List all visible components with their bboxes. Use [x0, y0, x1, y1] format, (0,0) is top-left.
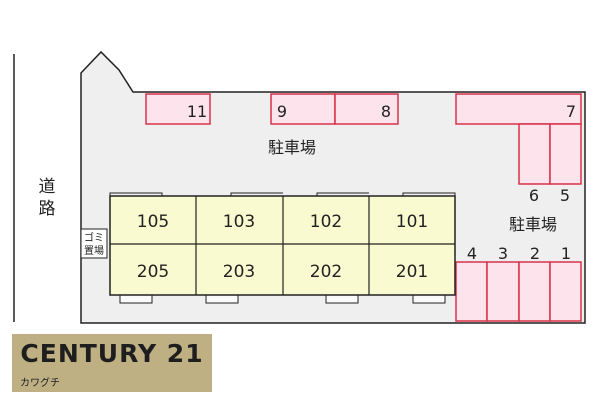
unit-103: 103: [223, 212, 255, 232]
parking-space-2: [518, 261, 551, 322]
century21-logo: CENTURY 21 カワグチ: [12, 334, 212, 392]
parking-space-11: [145, 93, 211, 125]
branch-name: カワグチ: [20, 378, 60, 389]
parking-space-6: [518, 123, 551, 185]
parking-number-11: 11: [187, 102, 207, 121]
parking-space-8: [334, 93, 399, 125]
parking-area-label-top: 駐車場: [268, 138, 316, 157]
parking-space-3: [486, 261, 520, 322]
company-name: CENTURY 21: [20, 339, 204, 368]
unit-numbers: 105 103 102 101 205 203 202 201: [137, 212, 428, 282]
road-label-text: 道路: [38, 177, 56, 219]
parking-number-7: 7: [566, 102, 576, 121]
balcony: [119, 294, 153, 304]
balcony: [205, 294, 239, 304]
unit-202: 202: [310, 262, 342, 282]
parking-number-3: 3: [498, 244, 508, 263]
garbage-area: [80, 228, 108, 259]
roof-notch: [109, 192, 163, 196]
parking-number-9: 9: [277, 102, 287, 121]
parking-area-label-right: 駐車場: [509, 215, 557, 234]
parking-space-5: [549, 123, 582, 185]
parking-space-9: [270, 93, 336, 125]
unit-201: 201: [396, 262, 428, 282]
road-label: 道路: [36, 176, 58, 220]
parking-number-2: 2: [530, 244, 540, 263]
unit-102: 102: [310, 212, 342, 232]
parking-number-1: 1: [561, 244, 571, 263]
roof-notch: [316, 192, 369, 196]
unit-205: 205: [137, 262, 169, 282]
parking-number-4: 4: [467, 244, 477, 263]
parking-number-5: 5: [560, 186, 570, 205]
parking-number-8: 8: [381, 102, 391, 121]
balcony: [412, 294, 446, 304]
apartment-building: [109, 192, 456, 296]
unit-101: 101: [396, 212, 428, 232]
parking-space-numbers: 11 9 8 7 6 5 4 3 2 1: [187, 102, 576, 263]
roof-notch: [402, 192, 456, 196]
roof-notch: [230, 192, 283, 196]
garbage-label-line2: 置場: [84, 244, 104, 257]
parking-spaces: [145, 93, 582, 322]
parking-number-6: 6: [529, 186, 539, 205]
parking-space-1: [549, 261, 582, 322]
parking-space-7: [455, 93, 582, 125]
balcony: [325, 294, 359, 304]
garbage-label-line1: ゴミ: [84, 231, 104, 244]
unit-105: 105: [137, 212, 169, 232]
unit-203: 203: [223, 262, 255, 282]
parking-space-4: [455, 261, 488, 322]
